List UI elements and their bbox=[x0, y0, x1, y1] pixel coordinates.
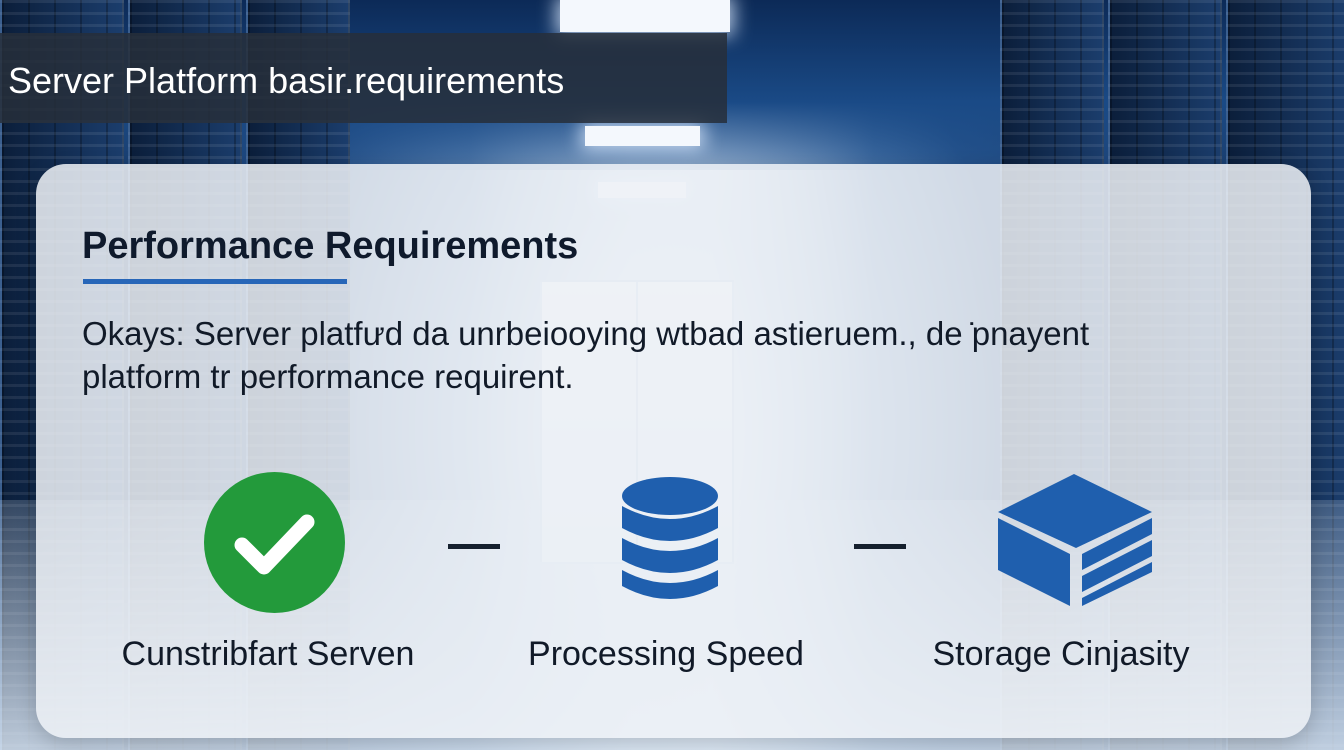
connector-dash bbox=[854, 544, 906, 549]
ceiling-light bbox=[560, 0, 730, 32]
performance-card: Performance Requirements Okays: Server p… bbox=[36, 164, 1311, 738]
checkmark-icon bbox=[234, 514, 315, 575]
description-line-1: Okays: Server platfưd da unrbeiooying wt… bbox=[82, 315, 1090, 352]
feature-label: Cunstribfart Serven bbox=[121, 635, 415, 673]
check-circle-icon bbox=[204, 472, 345, 613]
database-icon bbox=[622, 477, 718, 599]
title-banner: Server Platform basir.requirements bbox=[0, 33, 727, 123]
heading-underline bbox=[83, 279, 347, 284]
page-title: Server Platform basir.requirements bbox=[8, 60, 565, 101]
ceiling-light bbox=[585, 126, 700, 146]
description: Okays: Server platfưd da unrbeiooying wt… bbox=[82, 312, 1232, 398]
description-line-2: platform tr performance requirent. bbox=[82, 358, 574, 395]
storage-box-icon bbox=[998, 474, 1152, 606]
section-heading: Performance Requirements bbox=[82, 225, 579, 267]
connector-dash bbox=[448, 544, 500, 549]
feature-label: Processing Speed bbox=[528, 635, 804, 673]
feature-label: Storage Cinjasity bbox=[932, 635, 1190, 673]
